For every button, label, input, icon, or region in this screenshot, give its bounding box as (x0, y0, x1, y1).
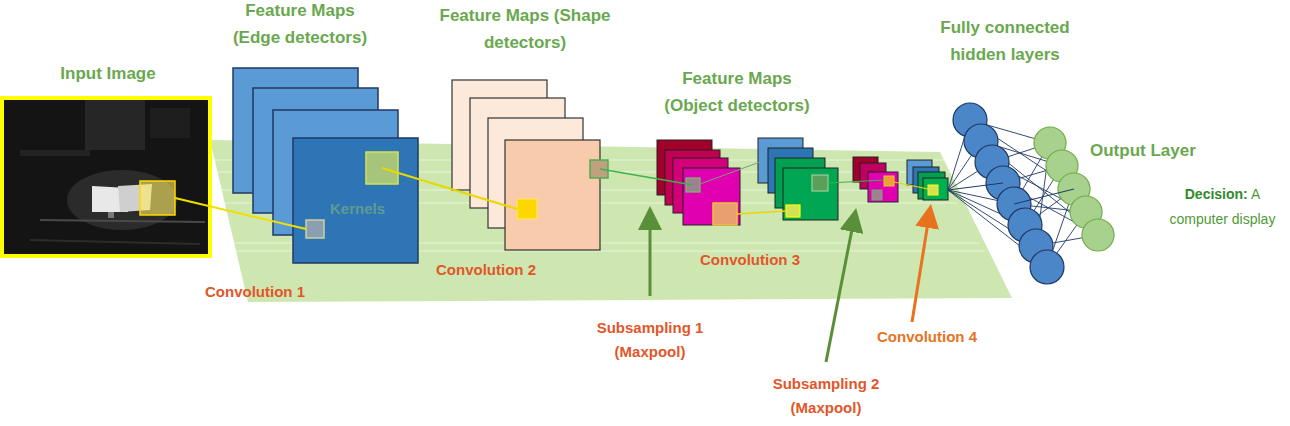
object-feature-maps-part (812, 175, 828, 191)
operation-label: Convolution 3 (685, 248, 815, 272)
input-photo-part (40, 220, 205, 222)
layer-heading: Output Layer (1090, 139, 1196, 163)
edge-feature-maps-part (306, 220, 324, 238)
decision-label: Decision: (1185, 186, 1248, 202)
object-feature-maps-part (713, 203, 737, 225)
input-photo-part (85, 100, 145, 150)
kernel-label: Kernels (330, 199, 385, 219)
layer-heading: Feature Maps (Shape detectors) (439, 2, 611, 56)
object-feature-maps-part (783, 168, 838, 220)
input-photo (2, 98, 210, 256)
operation-label: Convolution 4 (862, 325, 992, 349)
operation-label: Subsampling 2 (Maxpool) (761, 372, 891, 420)
edge-feature-maps-part (366, 152, 398, 184)
hidden-neurons-part (1030, 250, 1064, 284)
input-photo-part (20, 150, 90, 156)
layer-heading: Input Image (33, 60, 183, 87)
input-photo-part (150, 108, 190, 138)
object-feature-maps-part (786, 205, 800, 217)
layer-heading: Feature Maps (Edge detectors) (225, 0, 375, 51)
input-photo-part (108, 212, 114, 218)
object-feature-maps (657, 138, 948, 225)
connector-line (382, 168, 517, 209)
edge-feature-maps: Feature Maps (Edge detectors)Kernels (233, 68, 418, 263)
object-feature-maps-part (737, 211, 786, 214)
edge-feature-maps-part (293, 138, 418, 263)
input-photo-part (2, 98, 210, 256)
shape-feature-maps-part (517, 199, 537, 219)
pointer-arrow-part (912, 210, 930, 322)
edge-feature-maps (233, 68, 418, 263)
operation-label: Convolution 2 (421, 258, 551, 282)
object-feature-maps-part (868, 172, 898, 202)
connector-line (175, 198, 306, 229)
output-neurons-part (1082, 219, 1114, 251)
connector-line (600, 169, 693, 185)
pointer-arrow-part (649, 212, 652, 296)
object-feature-maps-part (683, 168, 740, 225)
output-layer: Output Layer (1032, 125, 1114, 253)
shape-feature-maps: Feature Maps (Shape detectors) (452, 80, 600, 250)
pointer-arrow-part (826, 214, 855, 362)
decision-text: Decision: A computer display (1160, 182, 1285, 232)
input-photo-part (30, 240, 200, 244)
object-feature-maps-part (828, 180, 884, 183)
object-feature-maps-part (928, 185, 938, 195)
shape-feature-maps-part (590, 160, 608, 178)
input-image: Input Image (0, 96, 212, 258)
object-feature-maps-part (884, 176, 894, 186)
connector-line (948, 183, 1003, 190)
dense-connections (948, 120, 1098, 267)
shape-feature-maps-part (505, 140, 600, 250)
connector-line (1014, 189, 1074, 204)
operation-label: Subsampling 1 (Maxpool) (585, 316, 715, 364)
layer-heading: Feature Maps (Object detectors) (651, 65, 823, 119)
object-feature-maps-part (894, 182, 928, 189)
object-feature-maps-part (872, 190, 882, 200)
hidden-layer: Fully connected hidden layers (950, 100, 1065, 290)
layer-heading: Fully connected hidden layers (935, 14, 1075, 68)
shape-feature-maps (452, 80, 608, 250)
input-photo-part (140, 181, 175, 215)
object-feature-maps-part (700, 162, 760, 184)
operation-label: Convolution 1 (190, 280, 320, 304)
object-feature-maps-part (686, 178, 700, 192)
object-feature-maps: Feature Maps (Object detectors) (655, 138, 950, 228)
input-photo-part (2, 98, 210, 256)
